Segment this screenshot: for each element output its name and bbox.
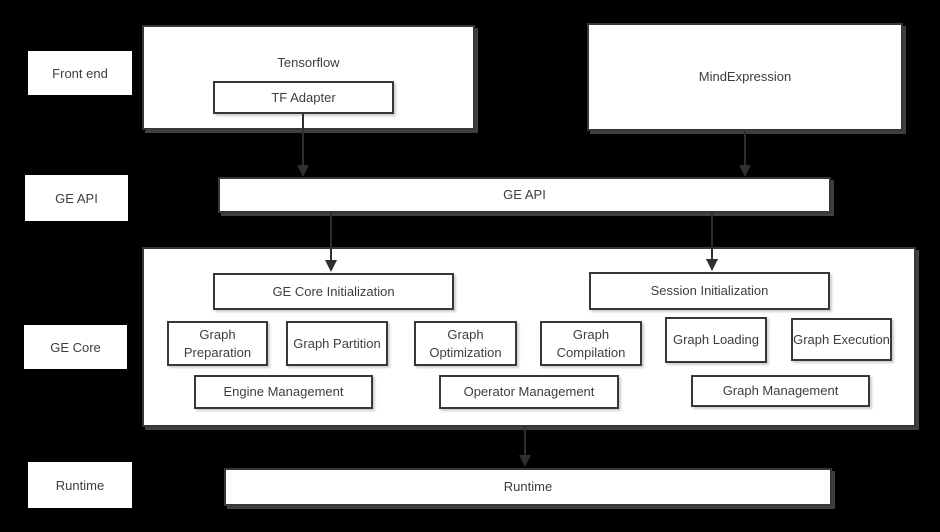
tf-adapter-box: TF Adapter xyxy=(213,81,394,114)
ge-api-bar: GE API xyxy=(218,177,831,213)
session-initialization-label: Session Initialization xyxy=(650,283,769,299)
graph-management-label: Graph Management xyxy=(722,383,839,399)
arrow-down-icon xyxy=(519,455,531,467)
graph-optimization-box: Graph Optimization xyxy=(414,321,517,366)
graph-partition-label: Graph Partition xyxy=(293,335,381,351)
arrow-down-icon xyxy=(706,259,718,271)
graph-optimization-label: Graph Optimization xyxy=(429,326,502,360)
graph-partition-box: Graph Partition xyxy=(286,321,388,366)
mindexpression-label: MindExpression xyxy=(698,69,792,85)
arrow-down-icon xyxy=(297,165,309,177)
engine-management-box: Engine Management xyxy=(194,375,373,409)
arrow-shaft xyxy=(302,114,304,167)
graph-compilation-box: Graph Compilation xyxy=(540,321,642,366)
runtime-bar: Runtime xyxy=(224,468,832,506)
tf-adapter-label: TF Adapter xyxy=(271,89,336,105)
mindexpression-box: MindExpression xyxy=(587,23,903,131)
operator-management-box: Operator Management xyxy=(439,375,619,409)
arrow-ge-core-to-runtime xyxy=(519,426,531,468)
graph-execution-box: Graph Execution xyxy=(791,318,892,361)
side-label-front-end-text: Front end xyxy=(52,65,108,81)
arrow-ge-api-to-session-initialization xyxy=(706,213,718,271)
side-label-ge-api: GE API xyxy=(25,175,128,221)
graph-execution-label: Graph Execution xyxy=(793,331,890,347)
graph-management-box: Graph Management xyxy=(691,375,870,407)
ge-api-bar-label: GE API xyxy=(503,187,546,203)
side-label-runtime: Runtime xyxy=(28,462,132,508)
graph-loading-label: Graph Loading xyxy=(672,332,759,348)
arrow-down-icon xyxy=(739,165,751,177)
side-label-front-end: Front end xyxy=(28,51,132,95)
side-label-ge-core: GE Core xyxy=(24,325,127,369)
tensorflow-title: Tensorflow xyxy=(277,55,340,70)
arrow-tf-adapter-to-ge-api xyxy=(297,114,309,177)
ge-core-initialization-box: GE Core Initialization xyxy=(213,273,454,310)
arrow-shaft xyxy=(744,131,746,167)
side-label-ge-api-text: GE API xyxy=(55,190,98,206)
side-label-runtime-text: Runtime xyxy=(55,477,105,493)
arrow-shaft xyxy=(330,213,332,262)
arrow-shaft xyxy=(711,213,713,261)
ge-core-initialization-label: GE Core Initialization xyxy=(272,283,395,299)
graph-loading-box: Graph Loading xyxy=(665,317,767,363)
arrow-mindexpression-to-ge-api xyxy=(739,131,751,177)
graph-preparation-label: Graph Preparation xyxy=(183,326,252,360)
arrow-ge-api-to-ge-core-initialization xyxy=(325,213,337,272)
operator-management-label: Operator Management xyxy=(463,384,595,400)
session-initialization-box: Session Initialization xyxy=(589,272,830,310)
runtime-bar-label: Runtime xyxy=(503,479,553,495)
engine-management-label: Engine Management xyxy=(223,384,344,400)
arrow-shaft xyxy=(524,426,526,457)
arrow-down-icon xyxy=(325,260,337,272)
graph-preparation-box: Graph Preparation xyxy=(167,321,268,366)
graph-compilation-label: Graph Compilation xyxy=(556,326,626,360)
side-label-ge-core-text: GE Core xyxy=(50,339,101,355)
